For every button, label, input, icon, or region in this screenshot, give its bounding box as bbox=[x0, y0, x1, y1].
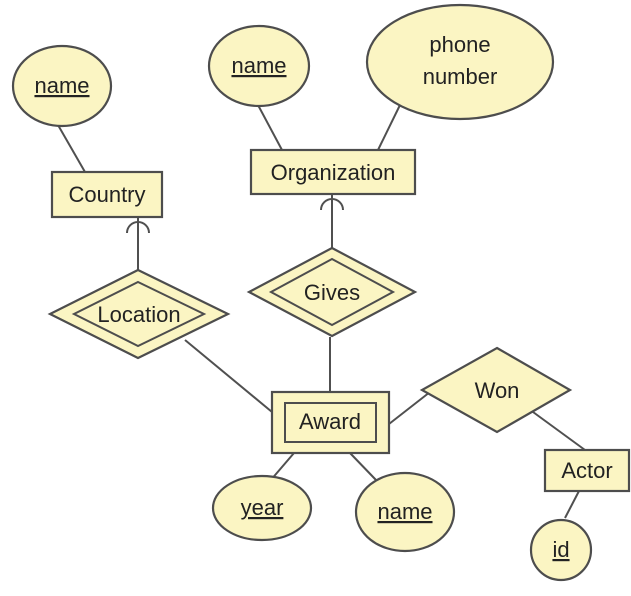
attribute-award-year-label: year bbox=[241, 495, 284, 520]
relationship-gives-inner-border bbox=[268, 257, 396, 327]
entity-award: Award bbox=[270, 390, 391, 455]
entity-actor: Actor bbox=[543, 448, 631, 493]
attribute-award-name: name bbox=[354, 471, 456, 553]
attribute-actor-id-label: id bbox=[552, 537, 569, 562]
entity-award-label: Award bbox=[299, 409, 361, 434]
relationship-won-label: Won bbox=[475, 378, 520, 403]
attribute-organization-name-label: name bbox=[231, 53, 286, 78]
line-country-name bbox=[57, 124, 86, 173]
relationship-won: Won bbox=[419, 346, 573, 434]
line-org-phone bbox=[377, 104, 401, 151]
attribute-organization-name: name bbox=[207, 24, 311, 108]
relationship-gives: Gives bbox=[246, 246, 418, 338]
attribute-phone-number: phone number bbox=[365, 3, 555, 121]
line-location-award bbox=[184, 339, 273, 413]
relationship-location: Location bbox=[47, 268, 231, 360]
entity-country: Country bbox=[50, 170, 164, 219]
attribute-country-name-label: name bbox=[34, 73, 89, 98]
attribute-actor-id: id bbox=[529, 518, 593, 582]
relationship-location-inner-border bbox=[71, 280, 207, 348]
attribute-award-year: year bbox=[211, 474, 313, 542]
relationship-location-label: Location bbox=[97, 302, 180, 327]
line-award-won bbox=[388, 391, 431, 425]
arc-country bbox=[126, 221, 150, 234]
line-won-actor bbox=[532, 411, 586, 451]
line-award-name bbox=[349, 452, 377, 481]
attribute-phone-label-line1: phone bbox=[429, 32, 490, 57]
arc-organization bbox=[320, 198, 344, 211]
entity-award-inner-border bbox=[284, 402, 377, 443]
attribute-phone-label-line2: number bbox=[423, 64, 498, 89]
entity-actor-label: Actor bbox=[561, 458, 612, 483]
attribute-award-name-label: name bbox=[377, 499, 432, 524]
line-actor-id bbox=[564, 490, 580, 519]
entity-country-label: Country bbox=[68, 182, 145, 207]
connectors bbox=[57, 104, 586, 519]
attribute-country-name: name bbox=[11, 44, 113, 128]
line-org-name bbox=[257, 104, 283, 151]
entity-organization-label: Organization bbox=[271, 160, 396, 185]
entity-organization: Organization bbox=[249, 148, 417, 196]
relationship-gives-label: Gives bbox=[304, 280, 360, 305]
